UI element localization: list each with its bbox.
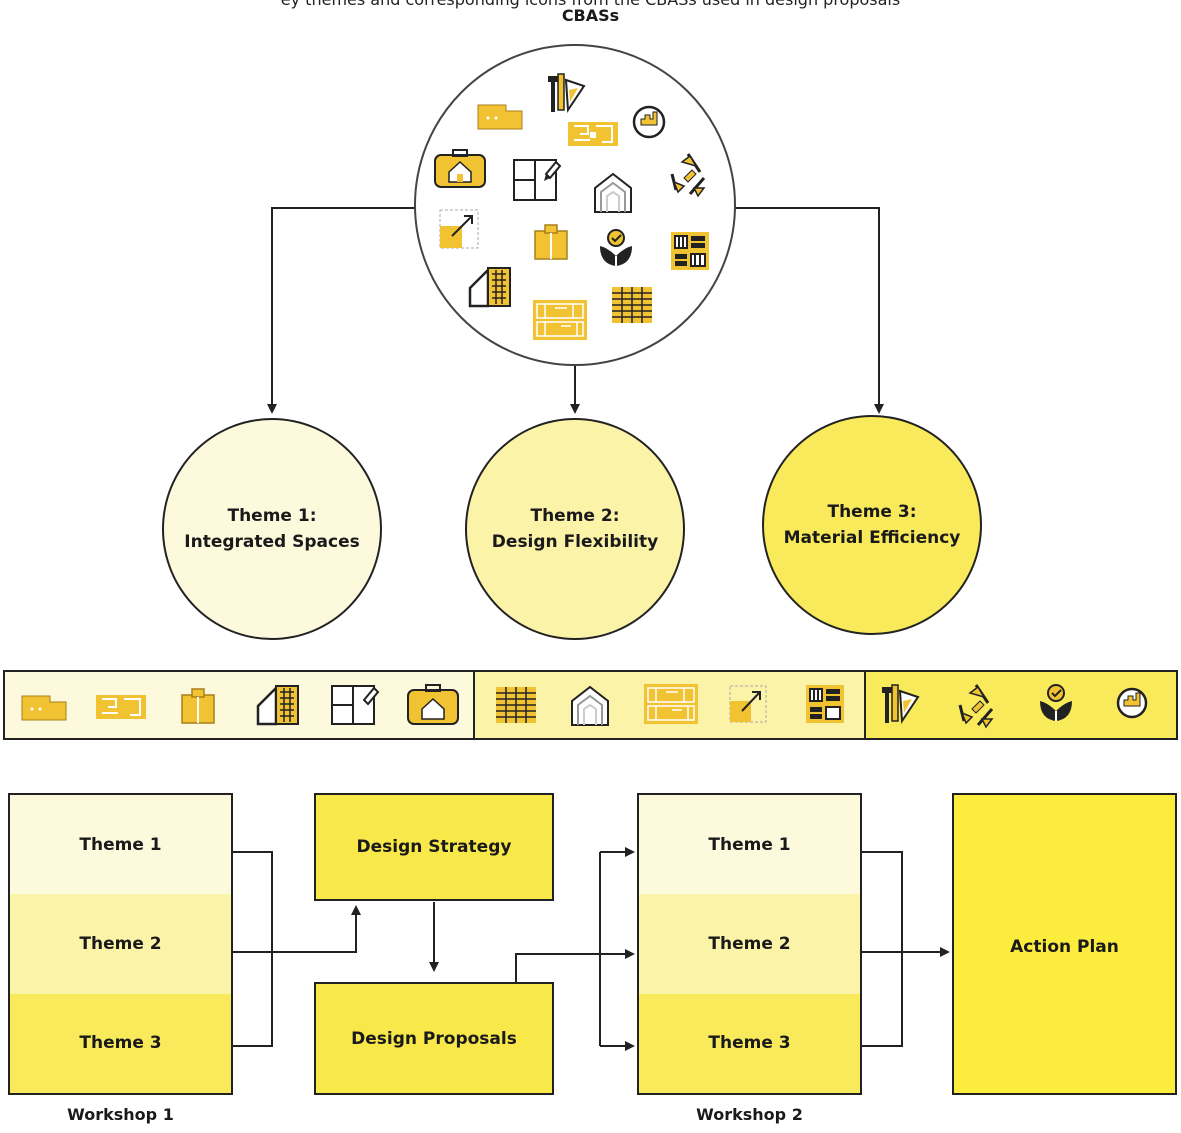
scale-arrow-icon <box>439 209 479 249</box>
shelter-icon <box>571 685 609 726</box>
refresh-city-icon <box>1116 687 1148 719</box>
box-module-icon <box>181 688 215 724</box>
theme3-circle: Theme 3: Material Efficiency <box>762 415 982 635</box>
connector-theme3 <box>732 207 884 414</box>
plan-edit-icon <box>331 685 380 725</box>
workshop1-stack: Theme 1 Theme 2 Theme 3 <box>8 793 233 1095</box>
design-proposals-box: Design Proposals <box>314 982 554 1095</box>
workshop2-caption: Workshop 2 <box>696 1105 803 1124</box>
cbas-title: CBASs <box>561 6 620 25</box>
recycle-icon <box>670 153 706 198</box>
theme3-line2: Material Efficiency <box>783 528 961 548</box>
top-diagram <box>267 44 884 414</box>
design-strategy-box: Design Strategy <box>314 793 554 901</box>
shelter-icon <box>594 172 632 213</box>
plan-edit-icon <box>513 159 562 201</box>
floor-plan-icon <box>568 122 618 146</box>
workshop1-theme1: Theme 1 <box>10 795 231 895</box>
theme3-line1: Theme 3: <box>827 502 917 522</box>
workshop1-theme2: Theme 2 <box>10 894 231 994</box>
scale-arrow-icon <box>729 685 767 723</box>
plan-grid-icon <box>533 300 587 340</box>
foundation-block-icon <box>477 104 523 130</box>
theme1-line2: Integrated Spaces <box>184 532 360 552</box>
house-bag-icon <box>434 149 486 188</box>
recycle-icon <box>958 684 994 729</box>
theme2-line1: Theme 2: <box>530 506 620 526</box>
house-bag-icon <box>407 684 459 725</box>
tools-icon <box>548 73 586 114</box>
header-partial-line: ey themes and corresponding icons from t… <box>0 0 1181 9</box>
workshop2-stack: Theme 1 Theme 2 Theme 3 <box>637 793 862 1095</box>
foundation-block-icon <box>21 695 67 721</box>
theme1-line1: Theme 1: <box>227 506 317 526</box>
modular-grid-icon <box>806 685 844 723</box>
workshop1-theme3: Theme 3 <box>10 993 231 1093</box>
tools-icon <box>882 684 920 725</box>
house-building-icon <box>468 266 511 308</box>
floor-plan-icon <box>96 695 146 719</box>
connector-theme1 <box>267 207 418 414</box>
modular-grid-icon <box>671 232 709 270</box>
house-building-icon <box>256 684 299 726</box>
pallet-icon <box>612 287 652 323</box>
theme2-circle: Theme 2: Design Flexibility <box>465 418 685 640</box>
workshop2-theme3: Theme 3 <box>639 993 860 1093</box>
sustainable-leaf-icon <box>600 229 632 266</box>
plan-grid-icon <box>644 684 698 724</box>
workshop2-theme1: Theme 1 <box>639 795 860 895</box>
sustainable-leaf-icon <box>1040 684 1072 721</box>
action-plan-box: Action Plan <box>952 793 1177 1095</box>
box-module-icon <box>534 224 568 260</box>
theme1-circle: Theme 1: Integrated Spaces <box>162 418 382 640</box>
pallet-icon <box>496 687 536 723</box>
theme2-line2: Design Flexibility <box>491 532 659 552</box>
refresh-city-icon <box>632 105 666 139</box>
icon-band <box>3 670 1178 740</box>
workshop1-caption: Workshop 1 <box>67 1105 174 1124</box>
header: ey themes and corresponding icons from t… <box>0 0 1181 20</box>
flow-connectors <box>233 847 950 1051</box>
workshop2-theme2: Theme 2 <box>639 894 860 994</box>
